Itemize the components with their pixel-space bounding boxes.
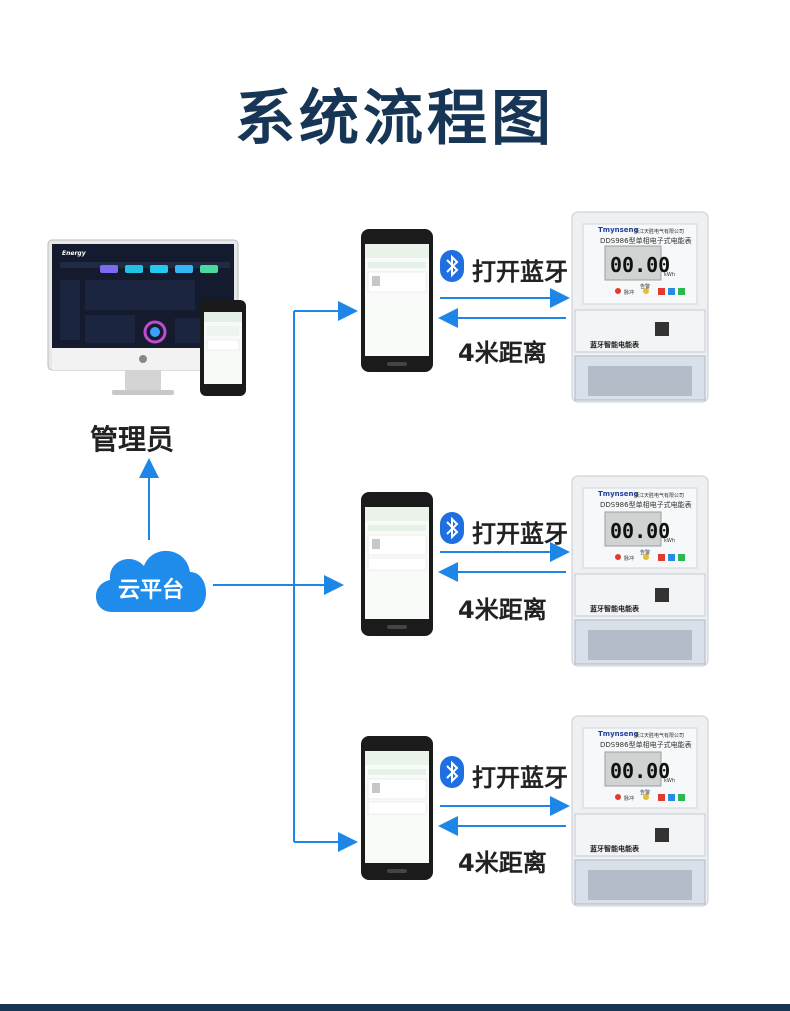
cloud-shape xyxy=(95,550,207,612)
meter-maker: 浙江天胜电气有限公司 xyxy=(634,229,685,235)
row-1-bluetooth-label: 打开蓝牙 xyxy=(472,258,568,286)
meter-alarm-label: 告警 xyxy=(640,284,651,290)
meter-pulse-label: 脉冲 xyxy=(624,556,635,562)
meter-reading: 00.00 xyxy=(610,519,671,543)
meter-alarm-label: 告警 xyxy=(640,550,651,556)
row-3-bluetooth-label: 打开蓝牙 xyxy=(472,764,568,792)
row-1-distance-label: 4米距离 xyxy=(458,339,547,367)
meter-alarm-label: 告警 xyxy=(640,790,651,796)
meter-product-name: 蓝牙智能电能表 xyxy=(590,845,639,853)
row-3-phone xyxy=(361,736,433,880)
row-2-distance-label: 4米距离 xyxy=(458,596,547,624)
meter-reading: 00.00 xyxy=(610,759,671,783)
row-3-distance-label: 4米距离 xyxy=(458,849,547,877)
admin-phone xyxy=(200,300,246,396)
meter-brand: Tmynseng xyxy=(598,730,639,738)
desktop-logo: Energy xyxy=(62,250,86,257)
row-1-phone xyxy=(361,229,433,372)
meter-brand: Tmynseng xyxy=(598,490,639,498)
row-3-meter xyxy=(571,715,709,907)
meter-product-name: 蓝牙智能电能表 xyxy=(590,341,639,349)
bluetooth-icon xyxy=(440,756,464,788)
row-1-meter xyxy=(571,211,709,403)
bluetooth-icon xyxy=(440,250,464,282)
row-2-meter xyxy=(571,475,709,667)
bottom-bar xyxy=(0,1004,790,1011)
meter-unit: kWh xyxy=(664,538,676,544)
page-title: 系统流程图 xyxy=(235,84,555,154)
meter-pulse-label: 脉冲 xyxy=(624,796,635,802)
meter-unit: kWh xyxy=(664,272,676,278)
meter-model: DDS986型单相电子式电能表 xyxy=(600,237,692,245)
row-2-bluetooth-label: 打开蓝牙 xyxy=(472,520,568,548)
row-2-phone xyxy=(361,492,433,636)
bluetooth-icon xyxy=(440,512,464,544)
meter-reading: 00.00 xyxy=(610,253,671,277)
meter-unit: kWh xyxy=(664,778,676,784)
meter-product-name: 蓝牙智能电能表 xyxy=(590,605,639,613)
meter-pulse-label: 脉冲 xyxy=(624,290,635,296)
meter-model: DDS986型单相电子式电能表 xyxy=(600,741,692,749)
meter-maker: 浙江天胜电气有限公司 xyxy=(634,733,685,739)
meter-maker: 浙江天胜电气有限公司 xyxy=(634,493,685,499)
admin-label: 管理员 xyxy=(90,423,175,456)
meter-model: DDS986型单相电子式电能表 xyxy=(600,501,692,509)
cloud-label: 云平台 xyxy=(117,578,184,603)
meter-brand: Tmynseng xyxy=(598,226,639,234)
